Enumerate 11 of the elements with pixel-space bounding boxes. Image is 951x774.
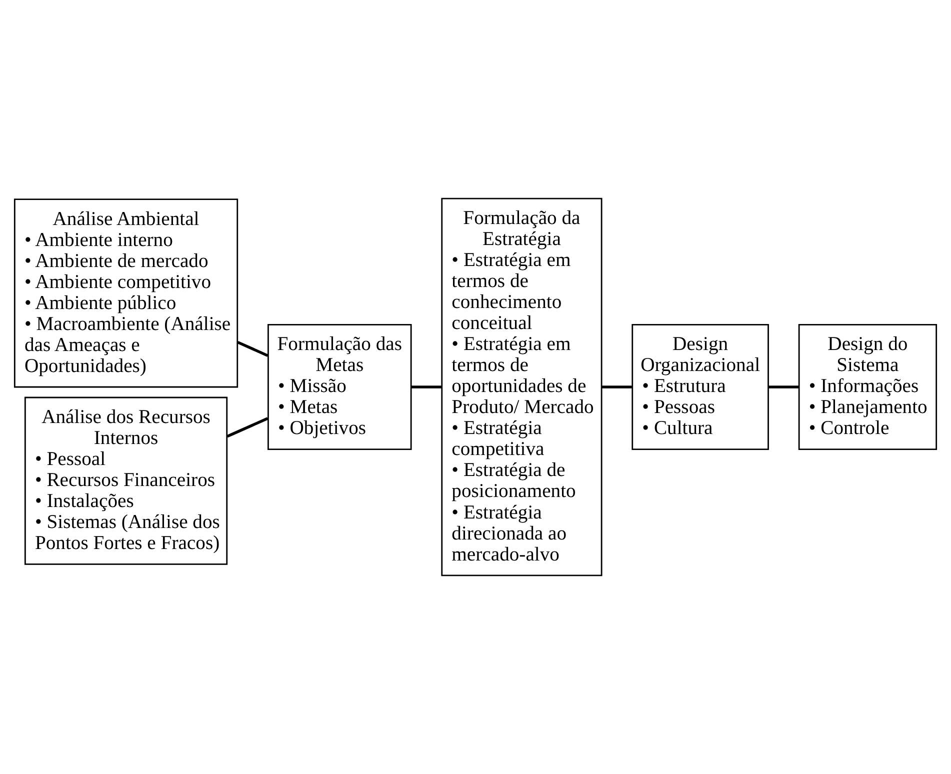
node-box: Análise dos Recursos Internos • Pessoal • Recursos Financeiros • Instalações • Sistemas (Análise dos Pontos Fortes e Fracos)	[24, 396, 228, 565]
node-box: Formulação das Metas • Missão • Metas • Objetivos	[268, 324, 412, 450]
node-box: Análise Ambiental • Ambiente interno • Ambiente de mercado • Ambiente competitivo • Ambiente público • Macroambiente (Análise das Ameaças e Oportunidades)	[14, 198, 238, 388]
node-box: Design do Sistema • Informações • Planejamento • Controle	[798, 324, 938, 450]
connector	[602, 386, 632, 388]
connector	[411, 386, 442, 388]
connector	[237, 341, 268, 357]
node-box: Formulação da Estratégia • Estratégia em termos de conhecimento conceitual • Estratégia em termos de oportunidades de Produto/ Mercado • Estratégia competitiva • Estratégia de posicionamento • Estratégia direcionada ao mercado-alvo	[441, 198, 602, 576]
connector	[226, 417, 268, 438]
node-box: Design Organizacional • Estrutura • Pessoas • Cultura	[632, 324, 769, 450]
connector	[768, 386, 799, 388]
